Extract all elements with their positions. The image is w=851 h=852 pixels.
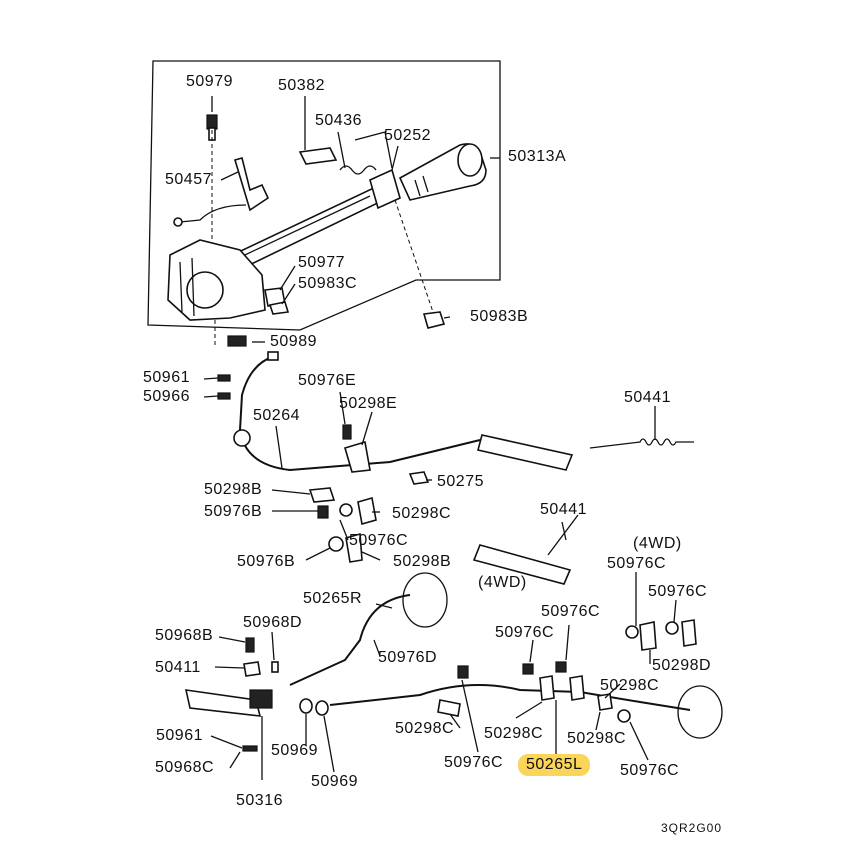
part-label-50457: 50457 bbox=[165, 171, 212, 188]
part-label-50976C-g: 50976C bbox=[620, 762, 680, 779]
rear-cable-right bbox=[289, 594, 411, 686]
part-label-50298D: 50298D bbox=[652, 657, 712, 674]
clip-50382 bbox=[298, 147, 338, 165]
bracket-50316 bbox=[184, 689, 262, 717]
clip-50298E bbox=[344, 440, 371, 473]
part-label-50436: 50436 bbox=[315, 112, 362, 129]
clip-50275 bbox=[408, 471, 430, 485]
lever-bracket bbox=[369, 168, 401, 210]
part-label-50298C-b: 50298C bbox=[600, 677, 660, 694]
lever-assembly-frame bbox=[147, 60, 501, 331]
bolt-50989 bbox=[227, 335, 247, 347]
part-label-50976B-a: 50976B bbox=[204, 503, 263, 520]
part-label-50313A: 50313A bbox=[508, 148, 567, 165]
ratchet-pivot bbox=[186, 271, 224, 309]
equalizer-bar bbox=[477, 434, 574, 471]
part-label-50961-b: 50961 bbox=[156, 727, 203, 744]
rear-cable-left bbox=[329, 684, 691, 711]
part-label-50969-a: 50969 bbox=[271, 742, 318, 759]
part-label-50961-a: 50961 bbox=[143, 369, 190, 386]
part-label-50298C-c: 50298C bbox=[395, 720, 455, 737]
label-4wd-a: (4WD) bbox=[633, 535, 682, 552]
nut-50983C bbox=[268, 301, 290, 315]
equalizer-4wd bbox=[472, 544, 572, 585]
part-label-50983B: 50983B bbox=[470, 308, 529, 325]
grip-end bbox=[457, 143, 483, 177]
part-label-50275: 50275 bbox=[437, 473, 484, 490]
part-label-50265L-highlighted[interactable]: 50265L bbox=[518, 754, 591, 776]
part-label-50989: 50989 bbox=[270, 333, 317, 350]
part-label-50976C-b: 50976C bbox=[607, 555, 667, 572]
part-label-50265R: 50265R bbox=[303, 590, 363, 607]
diagram-code: 3QR2G00 bbox=[661, 821, 723, 835]
part-label-50979: 50979 bbox=[186, 73, 233, 90]
part-label-50441-b: 50441 bbox=[540, 501, 587, 518]
part-label-50976C-e: 50976C bbox=[495, 624, 555, 641]
part-label-50411: 50411 bbox=[155, 659, 201, 676]
spring-50441 bbox=[589, 438, 694, 449]
part-label-50298E: 50298E bbox=[339, 395, 398, 412]
part-label-50968C: 50968C bbox=[155, 759, 215, 776]
part-label-50976C-a: 50976C bbox=[349, 532, 409, 549]
part-label-50968B: 50968B bbox=[155, 627, 214, 644]
part-label-50264: 50264 bbox=[253, 407, 300, 424]
leader-lines bbox=[203, 96, 677, 773]
part-label-50441-a: 50441 bbox=[624, 389, 671, 406]
part-label-50316: 50316 bbox=[236, 792, 283, 809]
part-label-50298C-d: 50298C bbox=[484, 725, 544, 742]
part-label-50252: 50252 bbox=[384, 127, 431, 144]
part-label-50966: 50966 bbox=[143, 388, 190, 405]
label-4wd-b: (4WD) bbox=[478, 574, 527, 591]
bolt-50979 bbox=[206, 114, 218, 130]
part-label-50976D: 50976D bbox=[378, 649, 438, 666]
part-label-50976E: 50976E bbox=[298, 372, 357, 389]
brake-switch bbox=[234, 157, 270, 212]
part-label-50983C: 50983C bbox=[298, 275, 358, 292]
part-label-50298B-a: 50298B bbox=[204, 481, 263, 498]
part-label-50976B-b: 50976B bbox=[237, 553, 296, 570]
part-label-50968D: 50968D bbox=[243, 614, 303, 631]
part-label-50976C-d: 50976C bbox=[541, 603, 601, 620]
part-label-50298C-e: 50298C bbox=[567, 730, 627, 747]
part-label-50977: 50977 bbox=[298, 254, 345, 271]
part-label-50976C-c: 50976C bbox=[648, 583, 708, 600]
spring-50436 bbox=[339, 165, 377, 175]
part-label-50298B-b: 50298B bbox=[393, 553, 452, 570]
drum-right bbox=[402, 572, 448, 628]
lever-slot bbox=[229, 195, 371, 263]
part-label-50382: 50382 bbox=[278, 77, 325, 94]
part-label-50969-b: 50969 bbox=[311, 773, 358, 790]
part-label-50298C-a: 50298C bbox=[392, 505, 452, 522]
nut-50983B bbox=[422, 311, 446, 329]
part-label-50976C-f: 50976C bbox=[444, 754, 504, 771]
drum-left bbox=[677, 685, 723, 739]
